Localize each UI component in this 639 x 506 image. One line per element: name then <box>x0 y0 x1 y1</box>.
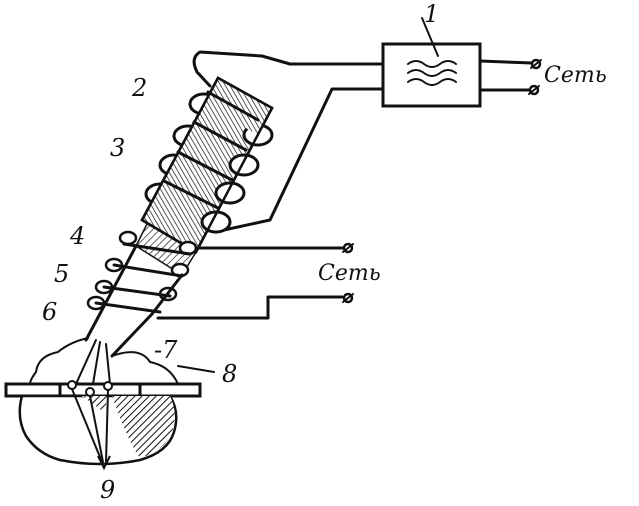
network-label-top: Сеть <box>544 63 607 88</box>
leader-1 <box>421 17 439 57</box>
label-1: 1 <box>424 0 439 28</box>
plasma-jet <box>29 337 179 391</box>
network-terminals-top <box>478 58 542 96</box>
label-9: 9 <box>100 476 115 504</box>
label-4: 4 <box>69 222 85 250</box>
network-label-mid: Сеть <box>318 261 381 286</box>
hf-generator-box <box>381 42 482 108</box>
label-7: -7 <box>154 336 178 364</box>
network-wires-mid <box>156 242 354 320</box>
label-6: 6 <box>42 298 57 326</box>
label-2: 2 <box>131 74 147 102</box>
hf-inductor-coil <box>140 76 274 254</box>
workpiece <box>4 382 202 466</box>
nozzle-coil <box>84 230 198 358</box>
leader-8 <box>177 365 215 373</box>
particle-streams <box>67 380 113 471</box>
label-3: 3 <box>110 134 125 162</box>
label-8: 8 <box>222 360 237 388</box>
label-5: 5 <box>54 260 69 288</box>
